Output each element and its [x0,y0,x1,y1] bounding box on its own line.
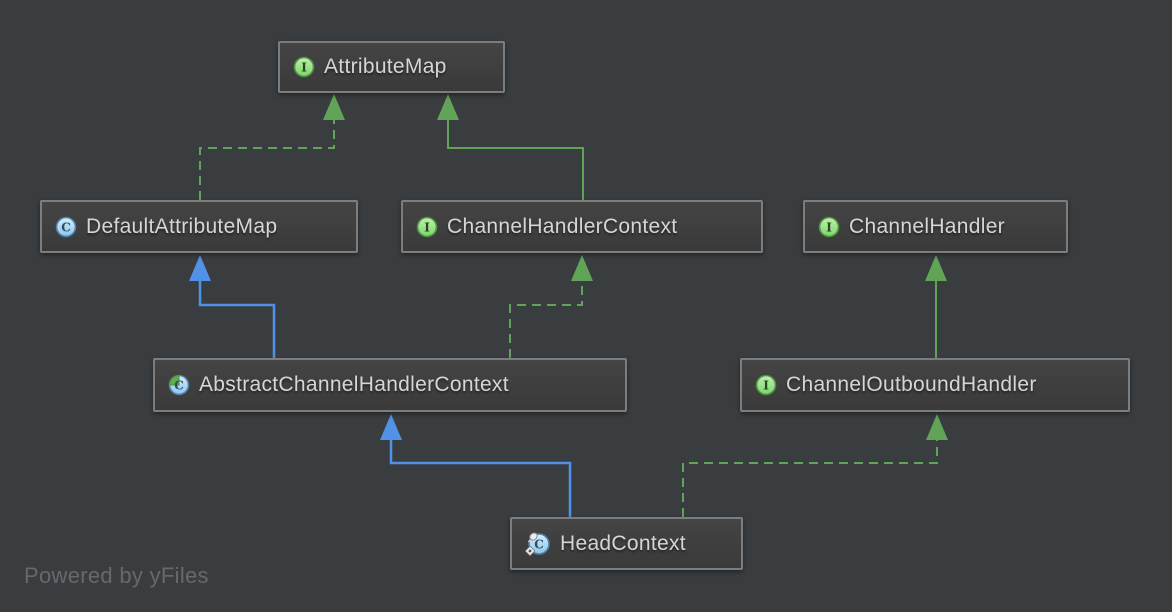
node-label: ChannelHandlerContext [447,214,678,238]
interface-icon: I [293,56,315,78]
node-channelhandler[interactable]: I ChannelHandler [803,200,1068,253]
yfiles-watermark: Powered by yFiles [24,563,209,588]
edge-channelhandlercontext-extends-attributemap [447,118,584,200]
edge-defaultattributemap-implements-attributemap [199,118,335,200]
node-channelhandlercontext[interactable]: I ChannelHandlerContext [401,200,763,253]
node-label: ChannelOutboundHandler [786,373,1037,396]
interface-icon: I [818,216,840,238]
node-label: DefaultAttributeMap [86,214,278,238]
svg-text:I: I [826,220,832,234]
arrowhead-icon [437,94,459,120]
node-label: AttributeMap [324,55,447,78]
class-icon: C [55,216,77,238]
node-abstractchannelhandlercontext[interactable]: C AbstractChannelHandlerContext [153,358,627,412]
node-channeloutboundhandler[interactable]: I ChannelOutboundHandler [740,358,1130,412]
svg-text:I: I [424,220,430,234]
static-final-class-icon: C [525,531,551,557]
arrowhead-icon [380,414,402,440]
node-label: ChannelHandler [849,214,1005,238]
static-mark-icon [525,545,536,556]
svg-text:C: C [61,220,71,234]
interface-icon: I [755,374,777,396]
svg-text:I: I [763,379,769,393]
abstract-class-icon: C [168,374,190,396]
arrowhead-icon [571,255,593,281]
node-headcontext[interactable]: C HeadContext [510,517,743,570]
interface-icon: I [416,216,438,238]
node-label: HeadContext [560,531,686,555]
node-attributemap[interactable]: I AttributeMap [278,41,505,93]
edge-headcontext-extends-abstractchannelhandlercontext [389,438,572,517]
svg-text:I: I [301,61,307,75]
edge-abstractchannelhandlercontext-extends-defaultattributemap [198,279,276,358]
arrowhead-icon [925,255,947,281]
edge-abstractchannelhandlercontext-implements-channelhandlercontext [509,279,583,358]
svg-text:C: C [534,537,544,551]
arrowhead-icon [323,94,345,120]
svg-text:C: C [174,379,184,393]
arrowhead-icon [926,414,948,440]
final-mark-icon [527,531,538,543]
edge-headcontext-implements-channeloutboundhandler [682,438,938,517]
node-label: AbstractChannelHandlerContext [199,373,509,396]
arrowhead-icon [189,255,211,281]
node-defaultattributemap[interactable]: C DefaultAttributeMap [40,200,358,253]
